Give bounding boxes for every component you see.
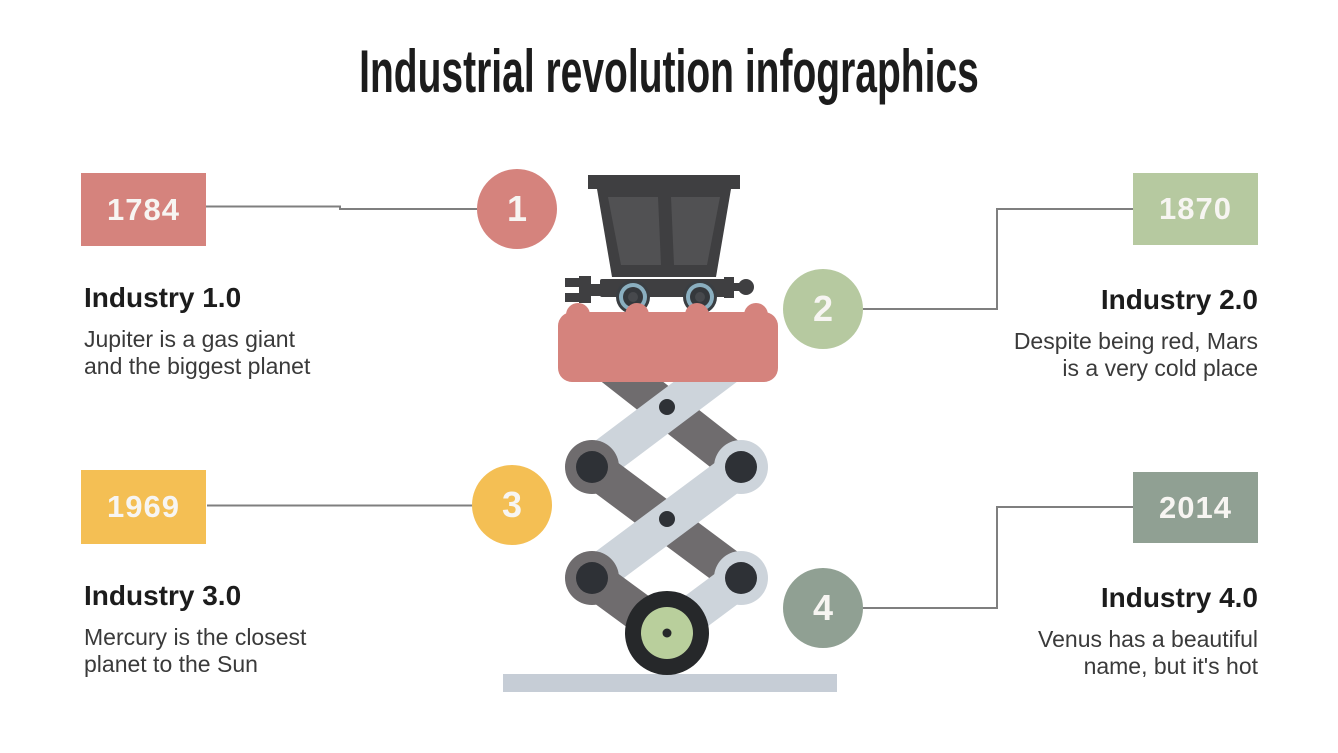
number-label: 3 xyxy=(501,484,523,525)
connector-line xyxy=(863,208,1134,310)
year-box: 1969 xyxy=(81,470,206,544)
number-circle: 2 xyxy=(783,269,863,349)
page-title: Industrial revolution infographics xyxy=(359,38,979,105)
year-box: 1784 xyxy=(81,173,206,246)
year-box: 2014 xyxy=(1133,472,1258,543)
number-label: 2 xyxy=(812,288,834,329)
number-circle: 1 xyxy=(477,169,557,249)
year-label: 1784 xyxy=(107,191,180,227)
pivot-joints xyxy=(576,399,757,594)
wheel-icon xyxy=(625,591,709,675)
item-title: Industry 2.0 xyxy=(1100,284,1258,315)
number-label: 1 xyxy=(506,188,528,229)
year-box: 1870 xyxy=(1133,173,1258,245)
ground-bar xyxy=(503,674,837,692)
number-label: 4 xyxy=(812,587,834,628)
item-title: Industry 4.0 xyxy=(1100,582,1258,613)
year-label: 1969 xyxy=(107,489,180,524)
number-circle: 4 xyxy=(783,568,863,648)
lift-platform xyxy=(558,303,778,382)
connector-lines xyxy=(206,205,1134,609)
item-title: Industry 1.0 xyxy=(84,282,242,313)
mine-cart-icon xyxy=(565,175,754,314)
connector-line xyxy=(863,506,1134,609)
coupler-right-icon xyxy=(724,277,754,298)
number-circle: 3 xyxy=(472,465,552,545)
coupler-left-icon xyxy=(565,276,603,303)
item-title: Industry 3.0 xyxy=(84,580,242,611)
connector-line xyxy=(206,205,477,210)
year-label: 1870 xyxy=(1159,191,1232,226)
year-label: 2014 xyxy=(1159,489,1232,525)
